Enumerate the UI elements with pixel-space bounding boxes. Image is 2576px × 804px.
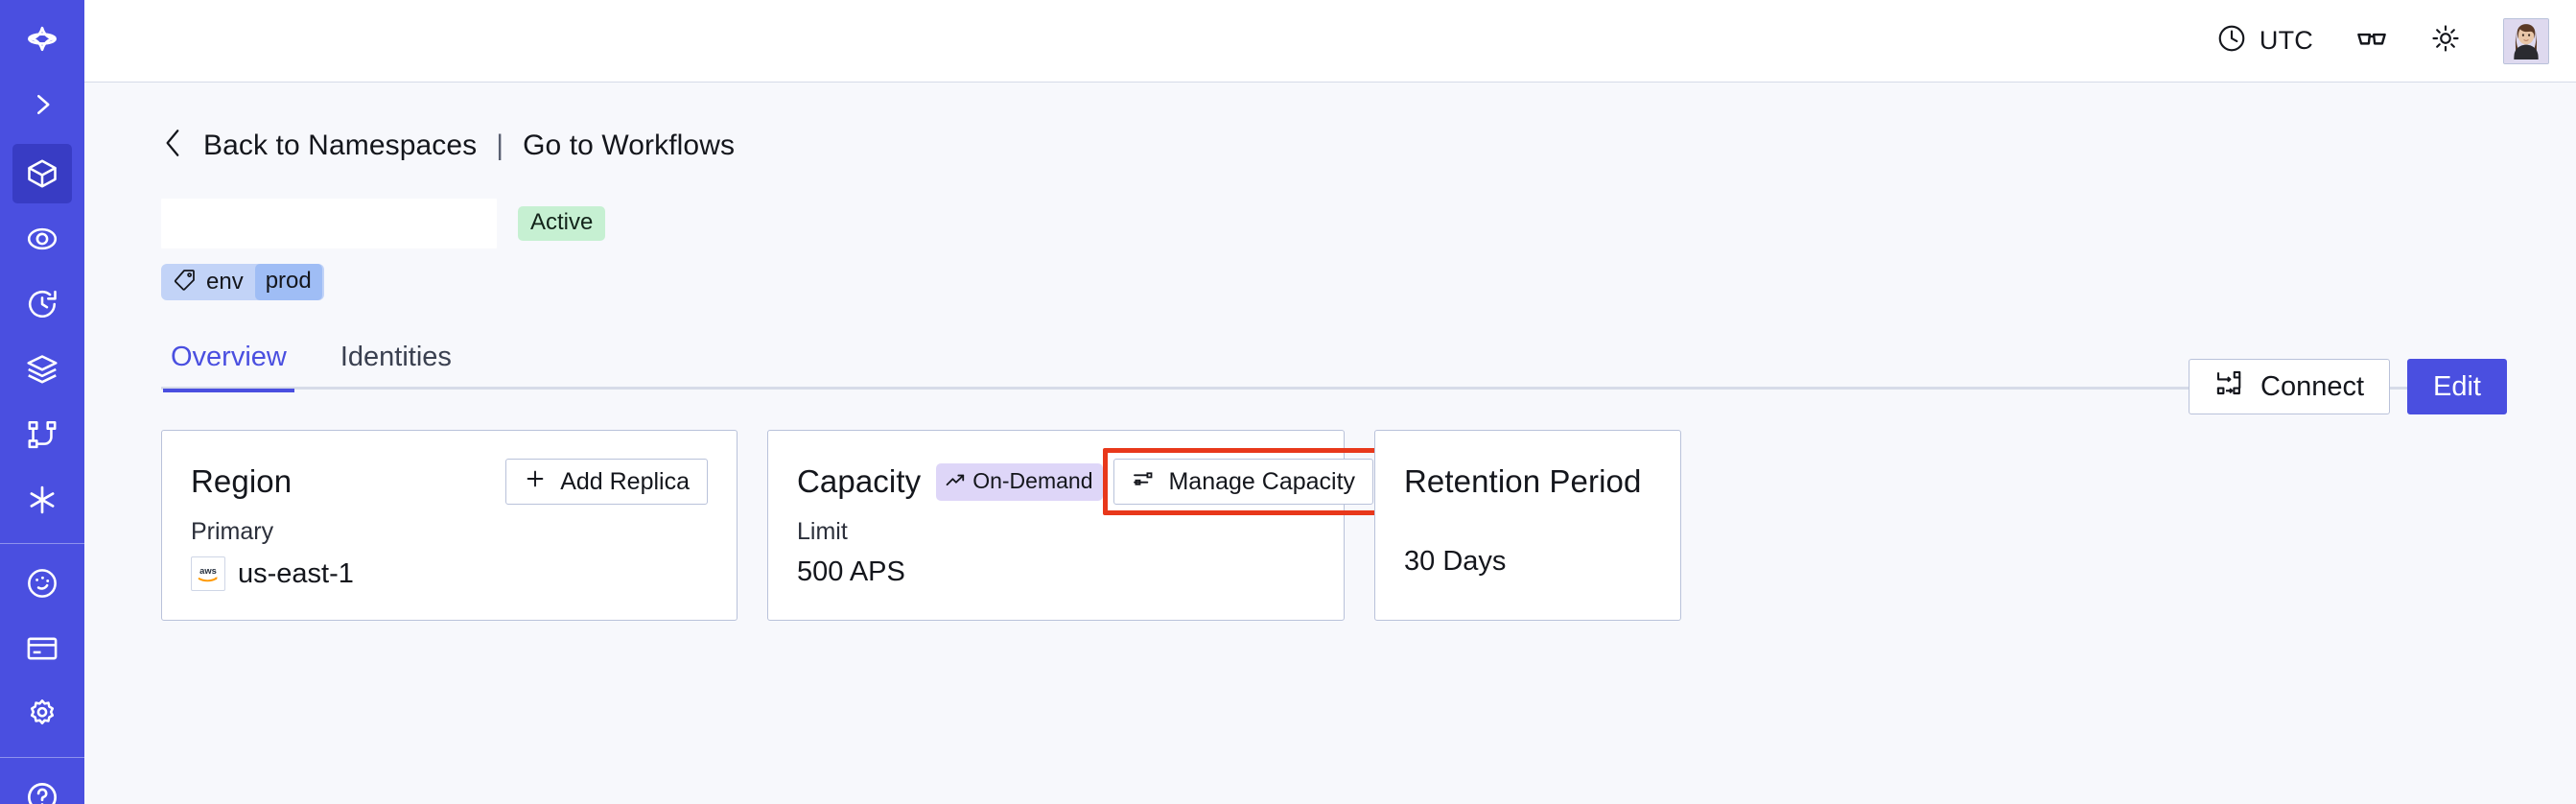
capacity-mode-badge: On-Demand [936, 462, 1104, 501]
logo-icon[interactable] [12, 10, 72, 69]
connect-icon [2214, 368, 2243, 405]
tab-bar: Overview Identities [161, 339, 2438, 392]
tag-key: env [206, 269, 244, 295]
sidebar-item-observability[interactable] [12, 209, 72, 269]
status-badge: Active [518, 206, 606, 241]
namespace-title-row: Active [161, 199, 2507, 248]
edit-label: Edit [2433, 370, 2481, 402]
trending-up-icon [945, 469, 966, 494]
theme-toggle-button[interactable] [2409, 15, 2482, 66]
page-title [161, 199, 497, 248]
connect-label: Connect [2260, 370, 2365, 402]
clock-icon [2216, 23, 2247, 59]
glasses-icon [2355, 22, 2388, 59]
card-capacity-title: Capacity [797, 463, 922, 499]
card-retention-period: Retention Period 30 Days [1374, 430, 1681, 621]
connect-button[interactable]: Connect [2189, 359, 2391, 414]
sidebar-item-nexus[interactable] [12, 470, 72, 530]
card-region-value: us-east-1 [238, 557, 354, 589]
card-region: Region Add Replica Primary [161, 430, 738, 621]
tag-chip-env[interactable]: env prod [161, 264, 324, 300]
chevron-left-icon[interactable] [161, 127, 186, 164]
left-nav-rail [0, 0, 84, 804]
card-retention-title-wrap: Retention Period [1404, 463, 1641, 500]
card-region-sublabel: Primary [191, 518, 274, 545]
tab-overview[interactable]: Overview [163, 342, 294, 392]
tab-identities[interactable]: Identities [340, 342, 452, 372]
sidebar-item-batch-operations[interactable] [12, 340, 72, 399]
back-to-namespaces-link[interactable]: Back to Namespaces [203, 129, 478, 161]
namespace-tags: env prod [161, 264, 2507, 300]
card-retention-title: Retention Period [1404, 463, 1642, 499]
breadcrumb-separator: | [496, 129, 504, 161]
overview-cards: Region Add Replica Primary [161, 430, 2507, 621]
sidebar-item-settings[interactable] [12, 684, 72, 744]
breadcrumb: Back to Namespaces | Go to Workflows [161, 127, 735, 164]
sidebar-item-workflows[interactable] [12, 405, 72, 464]
plus-icon [524, 467, 547, 497]
manage-capacity-label: Manage Capacity [1168, 467, 1356, 495]
rail-divider-1 [0, 543, 84, 544]
card-retention-header: Retention Period [1404, 458, 1651, 506]
manage-capacity-highlight: Manage Capacity [1103, 448, 1385, 515]
svg-text:aws: aws [199, 566, 217, 576]
card-region-value-row: aws us-east-1 [191, 556, 708, 591]
sidebar-item-billing[interactable] [12, 619, 72, 678]
header-actions: UTC [2195, 14, 2549, 67]
tag-value: prod [254, 264, 322, 300]
sliders-icon [1132, 467, 1155, 497]
card-capacity-sublabel: Limit [797, 518, 848, 545]
card-capacity-header: Capacity On-Demand [797, 448, 1385, 515]
capacity-mode-label: On-Demand [972, 468, 1093, 493]
card-retention-value: 30 Days [1404, 546, 1507, 577]
sidebar-item-schedules[interactable] [12, 274, 72, 334]
card-capacity-value: 500 APS [797, 556, 905, 587]
timezone-label: UTC [2259, 26, 2313, 55]
data-encoder-button[interactable] [2334, 14, 2409, 67]
avatar[interactable] [2503, 17, 2549, 64]
namespace-actions: Connect Edit [2189, 359, 2507, 414]
add-replica-button[interactable]: Add Replica [505, 459, 708, 505]
add-replica-label: Add Replica [560, 467, 690, 495]
content-area: UTC [84, 0, 2576, 804]
rail-divider-2 [0, 757, 84, 758]
sun-icon [2430, 23, 2461, 59]
main-content: Back to Namespaces | Go to Workflows Act… [84, 83, 2576, 804]
timezone-button[interactable]: UTC [2195, 15, 2334, 66]
aws-icon: aws [191, 556, 225, 591]
card-capacity: Capacity On-Demand [767, 430, 1385, 621]
card-region-title: Region [191, 463, 293, 499]
sidebar-item-namespaces[interactable] [12, 144, 72, 203]
card-region-title-wrap: Region [191, 463, 292, 500]
sidebar-item-help[interactable] [12, 768, 72, 804]
top-header: UTC [84, 0, 2576, 83]
manage-capacity-button[interactable]: Manage Capacity [1113, 459, 1374, 505]
edit-button[interactable]: Edit [2407, 359, 2507, 414]
chevron-right-icon[interactable] [12, 75, 72, 134]
card-region-header: Region Add Replica [191, 458, 708, 506]
card-capacity-title-wrap: Capacity On-Demand [797, 462, 1104, 501]
tag-icon [173, 268, 197, 296]
go-to-workflows-link[interactable]: Go to Workflows [523, 129, 736, 161]
sidebar-item-usage[interactable] [12, 554, 72, 613]
